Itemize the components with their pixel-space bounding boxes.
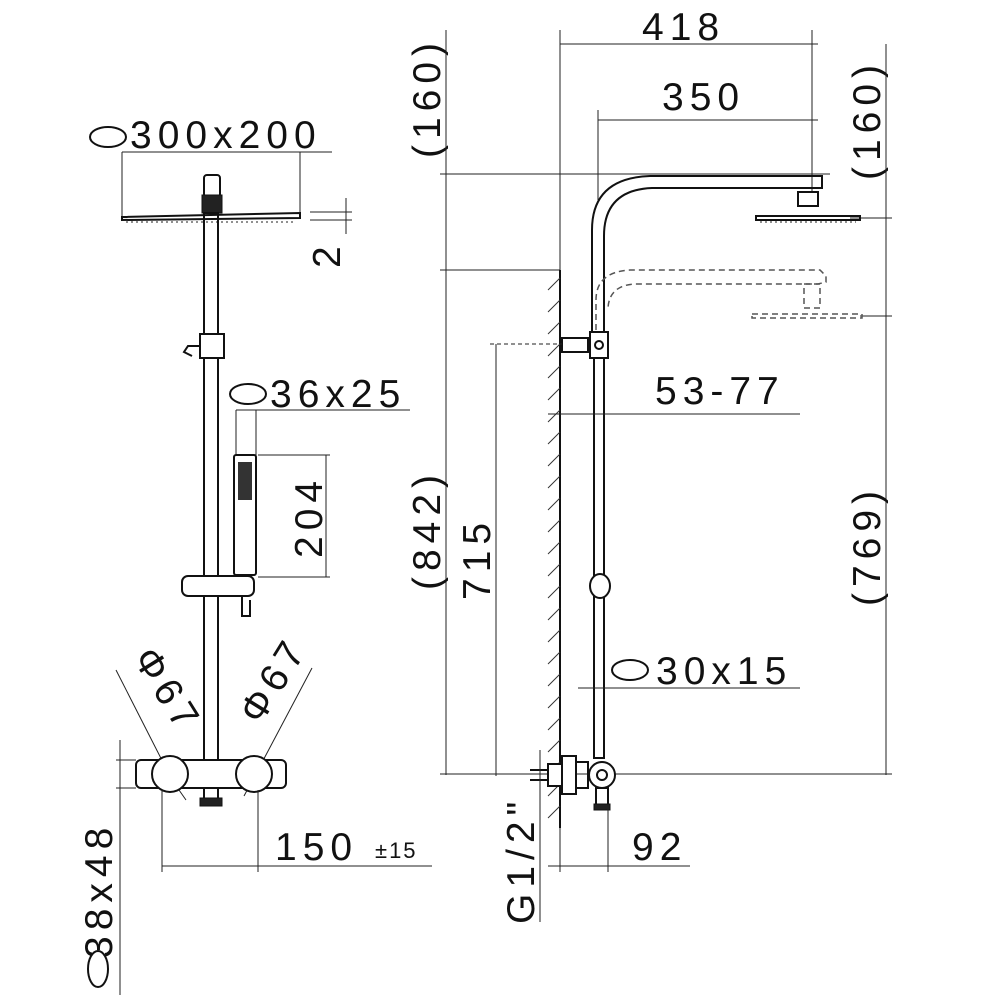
wall-distance-label: 53-77 <box>655 370 785 413</box>
shower-arm-lower <box>595 269 827 340</box>
head-size-label: 300x200 <box>130 114 322 157</box>
handshower-size-label: 36x25 <box>270 373 406 416</box>
riser-pipe-side <box>593 357 605 759</box>
height-left-label: (842) <box>406 469 449 590</box>
handshower <box>233 454 257 576</box>
oval-section-icon <box>89 126 127 148</box>
knob-left-diameter-label: Φ67 <box>124 640 209 741</box>
shower-arm-upper <box>591 175 823 340</box>
body-section-label: 38x48 <box>78 822 121 958</box>
handshower-length-label: 204 <box>288 475 331 558</box>
arm-length-inner-label: 350 <box>662 76 745 119</box>
arm-length-outer-label: 418 <box>642 6 725 49</box>
inlet-height-label: 715 <box>456 517 499 600</box>
front-view: 300x200 2 36x25 <box>78 114 432 995</box>
wall-hatch <box>547 277 561 819</box>
center-tolerance-label: ±15 <box>375 838 418 863</box>
oval-section-icon <box>229 383 267 405</box>
thermostatic-mixer-front <box>135 755 287 807</box>
shower-head-front <box>121 174 301 223</box>
center-distance-label: 150 <box>275 826 358 869</box>
wall-to-axis-label: 92 <box>632 826 687 869</box>
head-offset-left-label: (160) <box>406 37 449 158</box>
side-view: 418 350 (160) (160) <box>406 6 892 924</box>
head-offset-right-label: (160) <box>846 59 889 180</box>
oval-section-icon <box>87 950 109 988</box>
thermostatic-mixer-side <box>530 755 616 811</box>
connection-label: G1/2" <box>500 796 543 924</box>
height-right-label: (769) <box>846 485 889 606</box>
rail-section-label: 30x15 <box>656 650 792 693</box>
oval-section-icon <box>611 659 649 681</box>
riser-pipe-front <box>203 212 219 762</box>
knob-right-diameter-label: Φ67 <box>231 630 316 731</box>
head-thickness-label: 2 <box>306 240 349 268</box>
